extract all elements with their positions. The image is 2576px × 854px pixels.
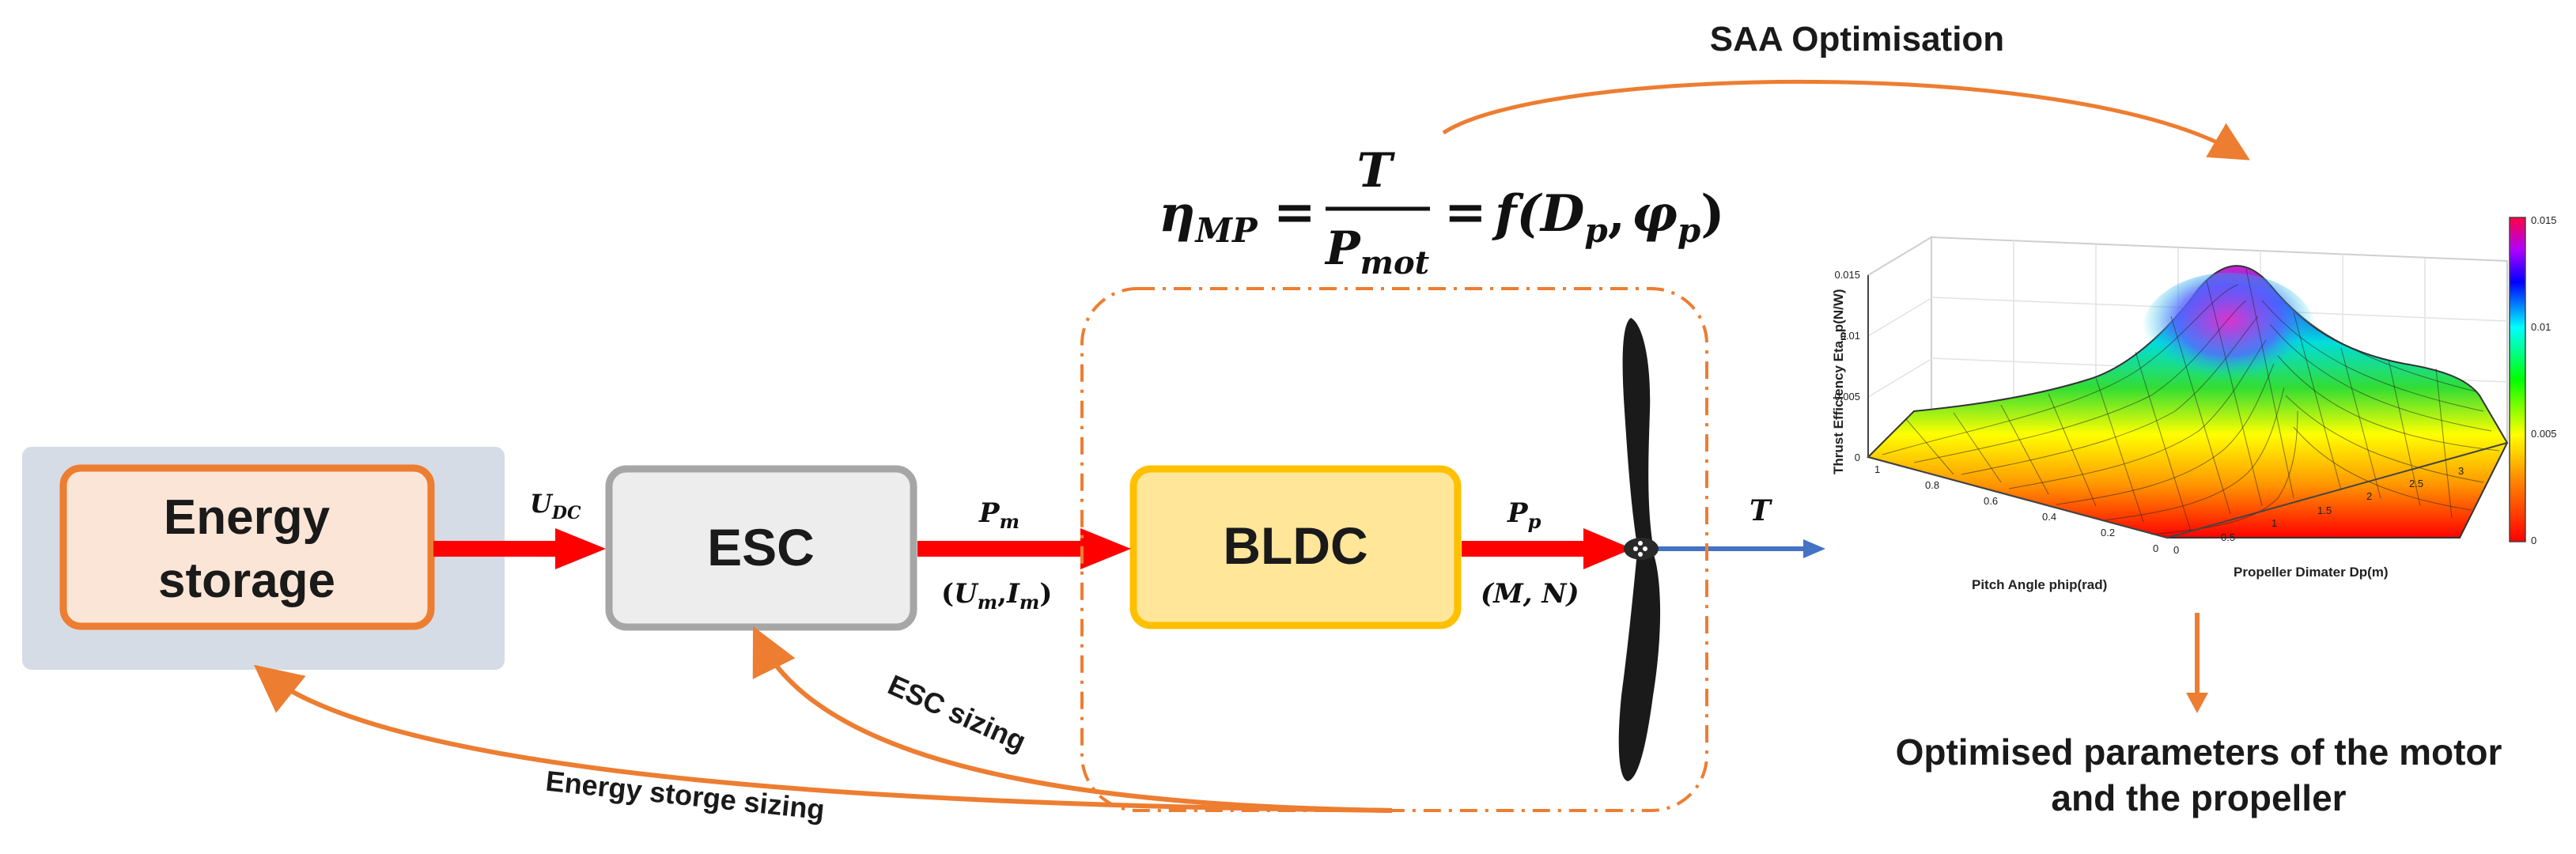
propeller-icon [1618,318,1661,781]
thrust-label: T [1749,494,1772,527]
svg-text:Pmot: Pmot [1324,221,1430,282]
surface-plot: 0 0.005 0.01 0.015 1 0.8 0.6 0.4 0.2 0 0… [1831,214,2557,592]
pp-label: Pp [1507,497,1541,533]
pm-label: Pm [978,497,1019,533]
esc-sizing-label: ESC sizing [883,668,1031,758]
plot-colorbar-tick: 0.01 [2531,321,2551,333]
energy-storage-label-1: Energy [164,490,331,545]
plot-z-tick: 0.01 [1840,330,1860,342]
plot-z-tick: 0 [1855,452,1860,463]
arrow-esc-to-bldc [917,528,1131,569]
svg-text:=: = [1273,183,1316,242]
thrust-arrow [1637,539,1825,558]
plot-y-tick: 3 [2458,465,2464,477]
saa-optimisation-arrow [1442,79,2250,161]
result-arrow [2186,613,2208,713]
plot-y-tick: 2 [2366,490,2372,502]
plot-z-tick: 0.015 [1834,269,1860,281]
esc-label: ESC [707,518,815,576]
svg-text:f(Dp,φp): f(Dp,φp) [1492,184,1725,250]
bldc-block: BLDC [1129,465,1462,629]
plot-y-tick: 1.5 [2317,504,2332,516]
energy-sizing-arrow [253,664,1393,813]
plot-x-tick: 0.4 [2042,511,2056,523]
plot-x-tick: 0.8 [1925,479,1939,491]
arrow-storage-to-esc [433,528,606,569]
plot-y-tick: 0 [2173,544,2179,556]
arrow-bldc-to-propeller [1462,528,1632,569]
result-label-1: Optimised parameters of the motor [1896,731,2502,773]
plot-colorbar-tick: 0 [2531,535,2536,546]
plot-x-tick: 0 [2153,542,2158,554]
plot-x-tick: 1 [1874,463,1880,475]
plot-surface-peak [2142,273,2316,391]
motor-propeller-region [1080,287,1708,812]
result-label-2: and the propeller [2051,777,2346,818]
pm-detail-label: (Um,Im) [941,578,1052,614]
pp-detail-label: (M, N) [1481,578,1579,610]
svg-text:T: T [1357,143,1396,198]
saa-optimisation-label: SAA Optimisation [1710,20,2004,59]
esc-sizing-arrow [752,625,1393,813]
energy-storage-label-2: storage [158,554,335,608]
plot-colorbar [2509,217,2526,542]
plot-z-label: Thrust Efficiency Etamp(N/W) [1831,289,1848,474]
efficiency-equation: ηMP = T Pmot = f(Dp,φp) [1159,143,1725,282]
plot-colorbar-tick: 0.005 [2531,428,2557,440]
plot-colorbar-tick: 0.015 [2531,214,2557,226]
plot-x-tick: 0.2 [2101,527,2115,538]
plot-surface [1867,265,2509,538]
svg-text:ηMP: ηMP [1159,184,1258,250]
plot-y-tick: 1 [2271,517,2277,529]
plot-x-tick: 0.6 [1984,495,1998,507]
plot-x-label: Pitch Angle phip(rad) [1972,577,2107,592]
energy-sizing-label: Energy storge sizing [544,765,826,826]
esc-block: ESC [605,465,917,631]
udc-label: UDC [530,489,581,523]
energy-storage-block: Energy storage [59,464,435,630]
plot-y-label: Propeller Dimater Dp(m) [2234,565,2389,580]
svg-text:=: = [1444,183,1487,242]
plot-y-tick: 0.5 [2221,531,2235,543]
bldc-label: BLDC [1223,516,1367,575]
plot-z-tick: 0.005 [1834,391,1860,402]
plot-y-tick: 2.5 [2409,478,2423,489]
